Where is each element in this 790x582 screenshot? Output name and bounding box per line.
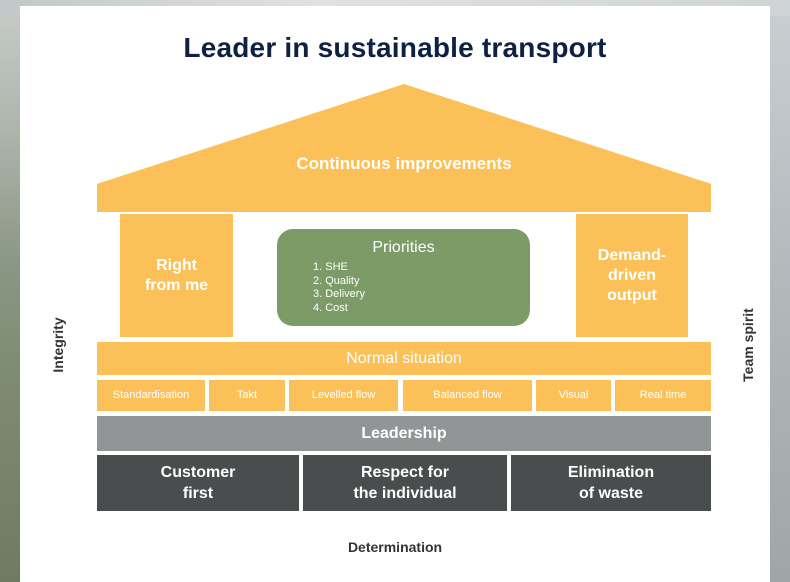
pillar-left-line2: from me	[144, 276, 209, 294]
tool-standardisation: Standardisation	[97, 380, 205, 411]
roof-label: Continuous improvements	[296, 154, 512, 173]
foundation-line1: Customer	[160, 464, 236, 481]
foundation-line2: of waste	[578, 485, 643, 502]
tool-levelled-flow: Levelled flow	[289, 380, 398, 411]
priorities-list: 1. SHE 2. Quality 3. Delivery 4. Cost	[313, 261, 365, 315]
foundation-respect-for-individual: Respect for the individual	[303, 455, 507, 511]
pillar-right-line2: driven	[607, 266, 656, 284]
priorities-title: Priorities	[372, 239, 435, 256]
leadership-bar: Leadership	[97, 416, 711, 451]
bottom-label-determination: Determination	[347, 539, 443, 555]
pillar-demand-driven-output: Demand- driven output	[576, 214, 688, 337]
tool-takt: Takt	[209, 380, 285, 411]
tool-balanced-flow: Balanced flow	[403, 380, 532, 411]
foundation-line1: Respect for	[360, 464, 450, 481]
pillar-right-line3: output	[607, 286, 657, 304]
diagram-title: Leader in sustainable transport	[183, 32, 607, 63]
priorities-box: Priorities 1. SHE 2. Quality 3. Delivery…	[277, 229, 530, 326]
tool-visual: Visual	[536, 380, 611, 411]
foundation-line2: the individual	[353, 485, 457, 502]
pillar-right-from-me: Right from me	[120, 214, 233, 337]
priority-item: 3. Delivery	[313, 288, 365, 300]
tool-real-time: Real time	[615, 380, 711, 411]
side-label-team-spirit: Team spirit	[740, 308, 756, 382]
foundation-line1: Elimination	[567, 464, 655, 481]
pillar-left-line1: Right	[156, 256, 197, 274]
priority-item: 1. SHE	[313, 261, 348, 273]
side-label-integrity: Integrity	[50, 317, 66, 373]
foundation-customer-first: Customer first	[97, 455, 299, 511]
priority-item: 4. Cost	[313, 301, 348, 314]
pillar-right-line1: Demand-	[597, 246, 667, 264]
priority-item: 2. Quality	[313, 274, 360, 287]
foundation-line2: first	[182, 485, 214, 502]
normal-situation-bar: Normal situation	[97, 342, 711, 375]
foundation-elimination-of-waste: Elimination of waste	[511, 455, 711, 511]
